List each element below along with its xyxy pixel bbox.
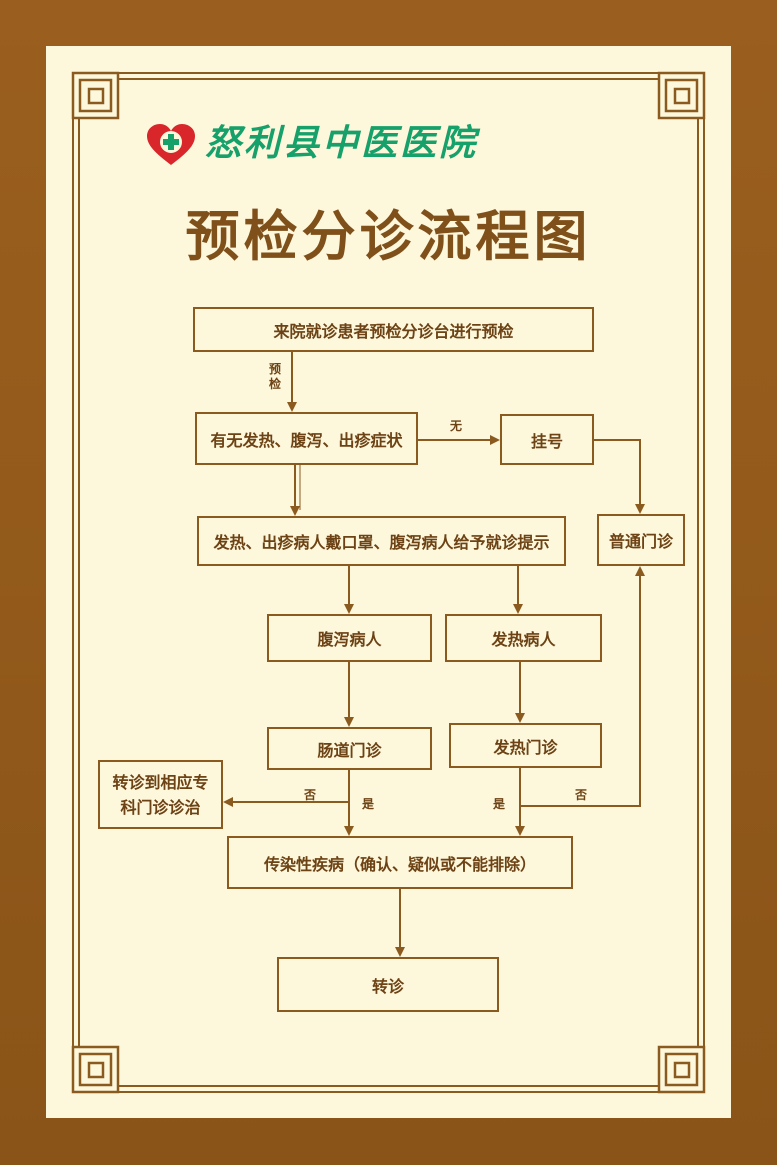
edge-label-yes-right: 是: [493, 797, 506, 811]
node-diarrhea-patient: 腹泻病人: [267, 614, 432, 662]
edge-label-none: 无: [450, 419, 463, 433]
node-symptom-check: 有无发热、腹泻、出疹症状: [195, 412, 418, 465]
corner-knot-bottom-left-icon: [71, 1045, 120, 1094]
corner-knot-bottom-right-icon: [657, 1045, 706, 1094]
edge-label-no-right: 否: [575, 788, 588, 802]
node-fever-clinic: 发热门诊: [449, 723, 602, 768]
node-start: 来院就诊患者预检分诊台进行预检: [193, 307, 594, 352]
edge-label-no-left: 否: [304, 788, 317, 802]
corner-knot-top-right-icon: [657, 71, 706, 120]
edge-register-to-general: [594, 439, 645, 514]
edge-label-precheck: 预检: [268, 362, 281, 391]
node-specialty-referral: 转诊到相应专科门诊诊治: [98, 760, 223, 829]
node-fever-patient: 发热病人: [445, 614, 602, 662]
node-prompt: 发热、出疹病人戴口罩、腹泻病人给予就诊提示: [197, 516, 566, 566]
heart-cross-icon: [147, 124, 195, 165]
page-title: 预检分诊流程图: [185, 205, 592, 268]
corner-knot-top-left-icon: [71, 71, 120, 120]
node-transfer: 转诊: [277, 957, 499, 1012]
node-infectious-disease: 传染性疾病（确认、疑似或不能排除）: [227, 836, 573, 889]
edge-label-yes-left: 是: [362, 797, 375, 811]
node-register: 挂号: [500, 414, 594, 465]
hospital-name: 怒利县中医医院: [205, 122, 479, 164]
node-intestinal-clinic: 肠道门诊: [267, 727, 432, 770]
poster-paper: [46, 46, 731, 1118]
edge-feverclinic-to-general: [520, 566, 645, 807]
node-general-clinic: 普通门诊: [597, 514, 685, 566]
corner-knot-icons: [71, 71, 706, 1094]
